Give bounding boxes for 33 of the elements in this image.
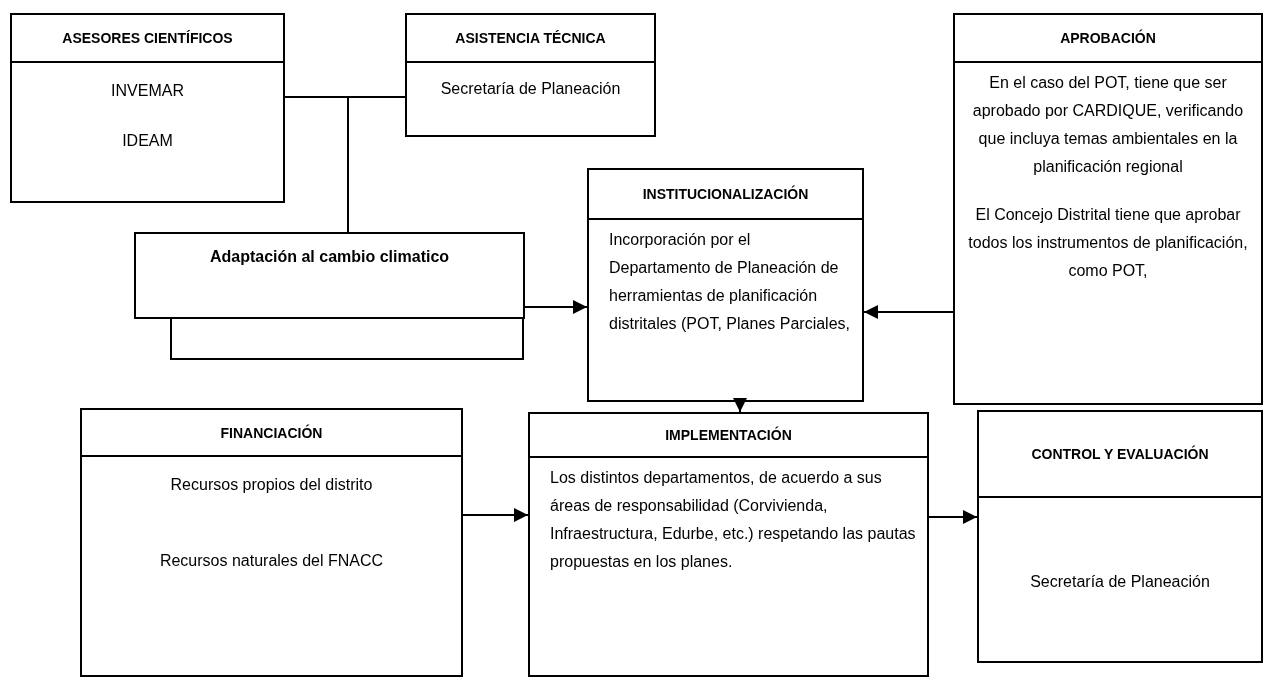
connector-line: [347, 96, 406, 233]
process-box: [587, 168, 864, 402]
box-text: El Concejo Distrital tiene que aprobar todos los instrumentos de planificación, como POT,: [967, 205, 1249, 281]
process-box: [10, 13, 285, 203]
box-text: Los distintos departamentos, de acuerdo a sus áreas de responsabilidad (Corvivienda, Infraestructura, Edurbe, etc.) respetando las pautas propuestas en los planes.: [549, 468, 917, 572]
arrow: [462, 508, 529, 522]
box-heading: IMPLEMENTACIÓN: [530, 414, 927, 458]
process-box: [953, 13, 1263, 405]
process-box: [80, 408, 463, 677]
box-text: Secretaría de Planeación: [439, 79, 622, 99]
box-text: IDEAM: [121, 131, 174, 151]
process-box: [977, 410, 1263, 663]
box-heading: FINANCIACIÓN: [82, 410, 461, 457]
box-heading: INSTITUCIONALIZACIÓN: [589, 170, 862, 220]
arrow: [863, 305, 954, 319]
box-heading: Adaptación al cambio climatico: [208, 247, 451, 266]
box-text: En el caso del POT, tiene que ser aprobado por CARDIQUE, verificando que incluya temas ambientales en la planificación regional: [971, 73, 1245, 177]
arrow: [524, 300, 588, 314]
process-box: [528, 412, 929, 677]
box-text: Recursos propios del distrito: [169, 475, 374, 495]
box-text: Recursos naturales del FNACC: [158, 551, 385, 571]
box-heading: APROBACIÓN: [955, 15, 1261, 63]
process-box: [134, 232, 525, 319]
box-text: Secretaría de Planeación: [1029, 572, 1211, 592]
process-box: [405, 13, 656, 137]
box-heading: ASISTENCIA TÉCNICA: [407, 15, 654, 63]
box-heading: ASESORES CIENTÍFICOS: [12, 15, 283, 63]
arrow: [928, 510, 978, 524]
box-text: INVEMAR: [110, 81, 185, 101]
empty-box: [170, 319, 524, 360]
arrow: [733, 398, 747, 413]
box-heading: CONTROL Y EVALUACIÓN: [979, 412, 1261, 498]
box-text: Incorporación por el Departamento de Planeación de herramientas de planificación distritales (POT, Planes Parciales,: [608, 230, 851, 334]
